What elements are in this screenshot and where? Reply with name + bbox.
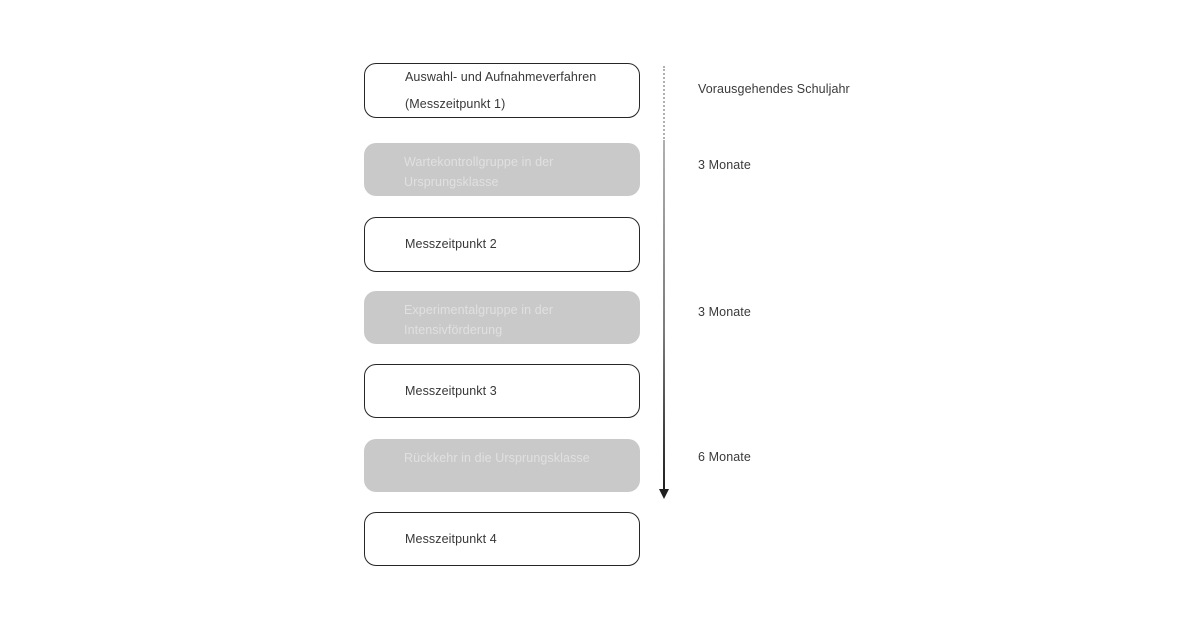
duration-label-vorausgehendes-schuljahr: Vorausgehendes Schuljahr [698, 82, 850, 96]
flow-box-wartekontrollgruppe: Wartekontrollgruppe in der Ursprungsklas… [364, 143, 640, 196]
box-line: Messzeitpunkt 4 [405, 531, 497, 546]
flow-box-rueckkehr-ursprungsklasse: Rückkehr in die Ursprungsklasse [364, 439, 640, 492]
timeline-solid-segment [663, 142, 665, 490]
box-line: (Messzeitpunkt 1) [405, 96, 506, 111]
box-line: Experimentalgruppe in der [404, 303, 554, 317]
arrowhead-icon [659, 489, 669, 499]
flow-box-messzeitpunkt-4: Messzeitpunkt 4 [364, 512, 640, 566]
box-line: Wartekontrollgruppe in der [404, 155, 554, 169]
box-line: Rückkehr in die Ursprungsklasse [404, 451, 590, 465]
box-line: Messzeitpunkt 2 [405, 237, 497, 251]
duration-label-6-monate: 6 Monate [698, 450, 751, 464]
timeline-dotted-segment [663, 66, 665, 142]
box-line: Auswahl- und Aufnahmeverfahren [405, 69, 597, 84]
box-line: Ursprungsklasse [404, 175, 499, 189]
box-line: Messzeitpunkt 3 [405, 383, 497, 398]
flow-box-messzeitpunkt-2: Messzeitpunkt 2 [364, 217, 640, 272]
duration-label-3-monate-1: 3 Monate [698, 158, 751, 172]
flow-box-experimentalgruppe: Experimentalgruppe in der Intensivförder… [364, 291, 640, 344]
box-line: Intensivförderung [404, 323, 503, 337]
duration-label-3-monate-2: 3 Monate [698, 305, 751, 319]
flow-box-auswahl-und-aufnahmeverfahren: Auswahl- und Aufnahmeverfahren (Messzeit… [364, 63, 640, 118]
flow-box-messzeitpunkt-3: Messzeitpunkt 3 [364, 364, 640, 418]
